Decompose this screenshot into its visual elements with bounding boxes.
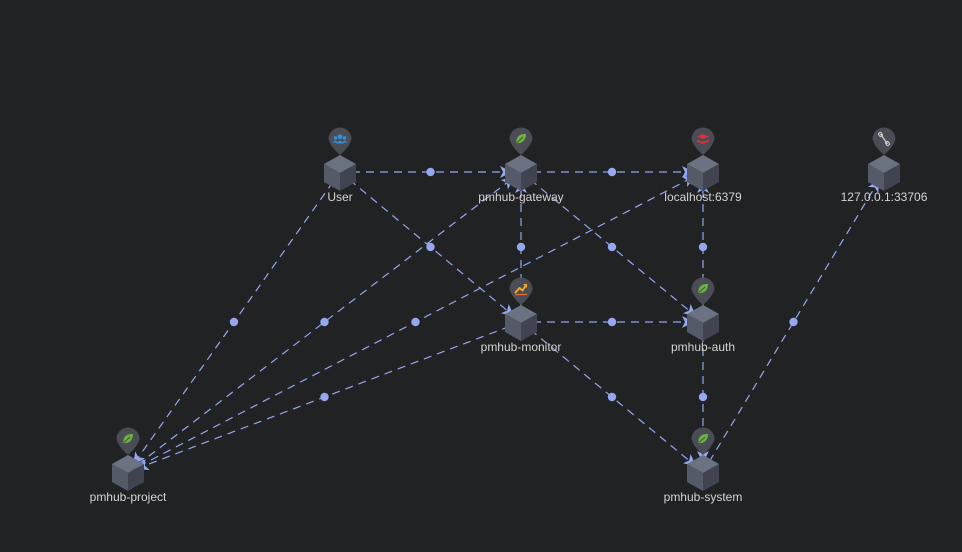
node-label: pmhub-gateway — [478, 190, 563, 204]
cube-icon — [687, 155, 719, 191]
cube-icon — [868, 155, 900, 191]
spring-leaf-icon — [516, 133, 526, 144]
node-user[interactable]: User — [324, 127, 356, 204]
edge-midpoint[interactable] — [607, 317, 617, 327]
edge-midpoint[interactable] — [229, 317, 239, 327]
edge-monitor-auth[interactable] — [533, 316, 694, 328]
cube-icon — [324, 155, 356, 191]
edge-monitor-system[interactable] — [529, 329, 697, 467]
cube-icon — [687, 305, 719, 341]
edge-project-redis[interactable] — [138, 176, 696, 467]
users-icon — [332, 134, 348, 144]
edge-midpoint[interactable] — [698, 242, 708, 252]
edge-midpoint[interactable] — [789, 317, 798, 327]
redis-icon — [697, 134, 709, 144]
node-label: pmhub-system — [664, 490, 743, 504]
edge-midpoint[interactable] — [320, 392, 329, 402]
map-pin-icon — [872, 127, 896, 155]
spring-leaf-icon — [698, 433, 708, 444]
link-icon — [877, 131, 891, 147]
node-label: User — [327, 190, 352, 204]
edge-user-project[interactable] — [133, 181, 334, 465]
node-auth[interactable]: pmhub-auth — [671, 277, 735, 355]
node-label: pmhub-monitor — [481, 340, 562, 354]
node-unknown[interactable]: 127.0.0.1:33706 — [841, 127, 928, 204]
edge-project-gateway[interactable] — [137, 177, 514, 466]
node-project[interactable]: pmhub-project — [90, 427, 167, 505]
node-label: localhost:6379 — [664, 190, 742, 204]
edge-gateway-redis[interactable] — [533, 166, 694, 178]
edge-system-unknown[interactable] — [708, 179, 880, 463]
edge-midpoint[interactable] — [607, 242, 617, 252]
edge-monitor-project[interactable] — [136, 325, 511, 471]
node-redis[interactable]: localhost:6379 — [664, 127, 742, 204]
edge-auth-system[interactable] — [697, 334, 709, 463]
edge-midpoint[interactable] — [320, 317, 329, 327]
edge-midpoint[interactable] — [607, 392, 617, 402]
nodes-layer: User pmhub-gateway localhost:6379 127.0.0.1… — [90, 127, 928, 505]
edge-midpoint[interactable] — [698, 392, 708, 402]
edge-midpoint[interactable] — [426, 242, 435, 252]
cube-icon — [505, 305, 537, 341]
edge-midpoint[interactable] — [426, 167, 435, 177]
cube-icon — [505, 155, 537, 191]
cube-icon — [687, 455, 719, 491]
node-label: pmhub-project — [90, 490, 167, 504]
edge-midpoint[interactable] — [607, 167, 617, 177]
edge-user-monitor[interactable] — [348, 179, 515, 317]
map-pin-icon — [509, 277, 533, 305]
monitor-icon — [514, 283, 528, 296]
edge-midpoint[interactable] — [411, 317, 420, 327]
edge-user-gateway[interactable] — [352, 166, 512, 178]
edge-midpoint[interactable] — [516, 242, 526, 252]
node-system[interactable]: pmhub-system — [664, 427, 743, 505]
edge-gateway-auth[interactable] — [529, 179, 697, 317]
node-gateway[interactable]: pmhub-gateway — [478, 127, 564, 204]
spring-leaf-icon — [123, 433, 133, 444]
node-monitor[interactable]: pmhub-monitor — [481, 277, 562, 355]
node-label: pmhub-auth — [671, 340, 735, 354]
cube-icon — [112, 455, 144, 491]
map-pin-icon — [691, 127, 715, 155]
node-label: 127.0.0.1:33706 — [841, 190, 928, 204]
spring-leaf-icon — [698, 283, 708, 294]
